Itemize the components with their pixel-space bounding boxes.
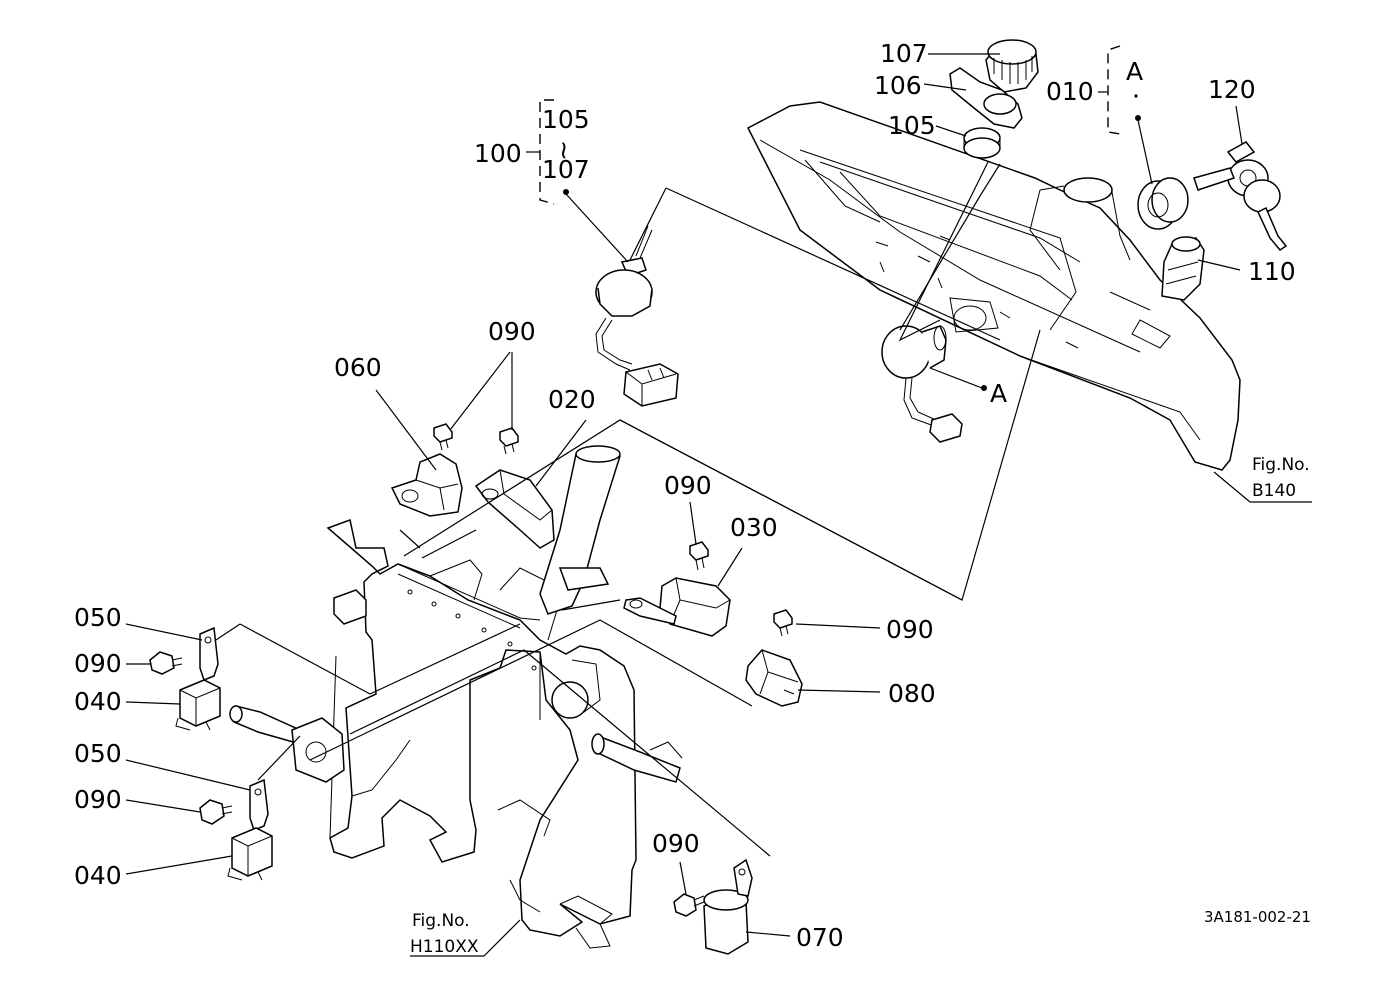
- label-090-left-lower: 090: [74, 785, 122, 814]
- label-040-upper: 040: [74, 687, 122, 716]
- ignition-switch-100: [595, 225, 679, 407]
- bolt-090-a: [433, 423, 453, 451]
- label-090-top: 090: [488, 317, 536, 346]
- label-090-bottom: 090: [652, 829, 700, 858]
- label-107-range-end: 107: [542, 155, 590, 184]
- range-tilde: ~: [550, 140, 579, 161]
- fig-ref-h110-value: H110XX: [410, 937, 479, 957]
- label-080: 080: [888, 679, 936, 708]
- label-a-switch: A: [990, 379, 1007, 408]
- marker-a-dot: [981, 385, 987, 391]
- key-switch-cap-107: [985, 39, 1039, 93]
- label-020: 020: [548, 385, 596, 414]
- label-050-lower: 050: [74, 739, 122, 768]
- label-120: 120: [1208, 75, 1256, 104]
- part-080: [745, 649, 803, 707]
- nut-106: [949, 67, 1023, 129]
- bolt-090-f: [199, 799, 233, 825]
- part-060: [390, 453, 463, 517]
- part-020: [474, 469, 555, 549]
- bracket-050-b: [249, 778, 269, 831]
- relay-040-a: [175, 679, 221, 731]
- bolt-090-d: [773, 609, 793, 637]
- bracket-100: [526, 99, 569, 205]
- relay-040-b: [227, 827, 273, 881]
- label-110: 110: [1248, 257, 1296, 286]
- label-a-bracket: A: [1126, 57, 1143, 86]
- label-090-left-upper: 090: [74, 649, 122, 678]
- bolt-090-c: [689, 541, 709, 571]
- fig-ref-b140-title: Fig.No.: [1252, 455, 1310, 475]
- label-105: 105: [888, 111, 936, 140]
- label-010: 010: [1046, 77, 1094, 106]
- keys-120: [1193, 141, 1288, 251]
- switch-110: [1161, 236, 1205, 301]
- label-090-right: 090: [886, 615, 934, 644]
- bolt-090-b: [499, 427, 519, 455]
- label-105-range-start: 105: [542, 105, 590, 134]
- label-107: 107: [880, 39, 928, 68]
- label-050-upper: 050: [74, 603, 122, 632]
- fig-ref-b140-value: B140: [1252, 481, 1296, 501]
- bolt-090-e: [149, 651, 183, 675]
- switch-a: [881, 325, 963, 443]
- part-070: [703, 858, 753, 955]
- fig-ref-h110-title: Fig.No.: [412, 911, 470, 931]
- bracket-050-a: [199, 626, 219, 681]
- dashboard-panel: [746, 101, 1241, 471]
- drawing-code: 3A181-002-21: [1204, 908, 1311, 926]
- bolt-090-g: [673, 893, 705, 917]
- part-030: [623, 577, 731, 637]
- label-060: 060: [334, 353, 382, 382]
- label-100: 100: [474, 139, 522, 168]
- bracket-010: [1098, 45, 1141, 135]
- label-090-mid: 090: [664, 471, 712, 500]
- label-040-lower: 040: [74, 861, 122, 890]
- leader-lines: [125, 53, 1312, 957]
- key-cylinder-010: [1137, 177, 1189, 230]
- label-106: 106: [874, 71, 922, 100]
- ring-105: [963, 127, 1001, 159]
- label-070: 070: [796, 923, 844, 952]
- label-030: 030: [730, 513, 778, 542]
- assembly-lines: [215, 161, 1041, 857]
- bracket-frame: [229, 445, 683, 949]
